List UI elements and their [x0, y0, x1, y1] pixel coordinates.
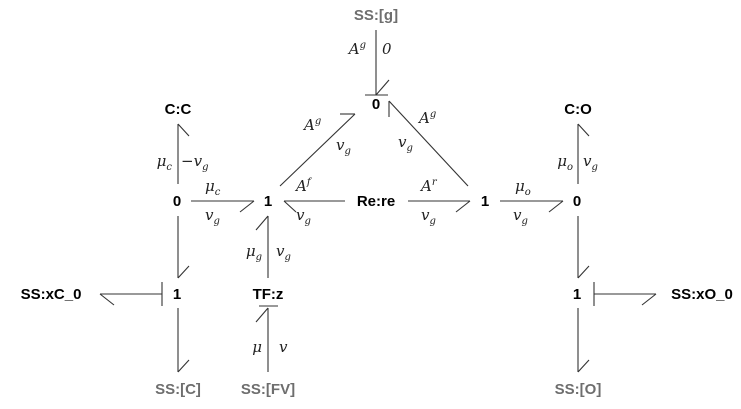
node-re-re: Re:re [357, 193, 395, 210]
node-zero-right: 0 [573, 193, 581, 210]
bond-one-right-to-ssxo0 [593, 282, 657, 306]
bond-zero-right-to-co [577, 123, 590, 184]
node-one-right: 1 [573, 286, 581, 303]
node-ss-c: SS:[C] [155, 381, 201, 398]
label-cc-effort: μc [157, 152, 173, 173]
bond-labels: Ag 0 Ag vg Ag vg μc −vg μo vg μc vg Af v… [157, 40, 598, 356]
bond-one-left-to-ssc [177, 308, 190, 373]
label-ssg-effort: Ag [347, 40, 366, 58]
nodes: SS:[g] 0 C:C C:O 0 1 Re:re 1 0 SS:xC_0 1… [21, 7, 733, 398]
label-z1-effort: μc [205, 177, 221, 198]
label-re-right-effort: Ar [419, 177, 438, 195]
label-tf-effort: μg [246, 242, 262, 263]
node-ss-xo0: SS:xO_0 [671, 286, 733, 303]
label-co-effort: μo [557, 152, 573, 173]
bond-zero-left-to-cc [177, 123, 190, 184]
bond-one-a-to-zero-top [279, 113, 356, 187]
node-tf-z: TF:z [253, 286, 284, 303]
label-oz-effort: μo [515, 177, 531, 198]
node-zero-top: 0 [372, 96, 380, 113]
bond-tfz-to-one-a [255, 215, 269, 278]
label-re-left-effort: Af [294, 177, 313, 195]
bond-zero-left-to-one-a [191, 200, 255, 213]
label-re-right-flow: vg [421, 206, 436, 227]
bond-one-a-to-re [283, 200, 345, 213]
node-c-c: C:C [165, 101, 192, 118]
label-co-flow: vg [583, 152, 598, 173]
label-oz-flow: vg [513, 206, 528, 227]
bond-zero-right-to-one-right [577, 216, 590, 279]
label-left-diag-flow: vg [336, 136, 351, 157]
bond-zero-left-to-one-left [177, 216, 190, 279]
label-z1-flow: vg [205, 206, 220, 227]
node-one-left: 1 [173, 286, 181, 303]
bond-ssfv-to-tfz [255, 305, 278, 372]
node-one-a: 1 [264, 193, 272, 210]
label-fv-flow: v [279, 338, 288, 356]
label-left-diag-effort: Ag [302, 116, 321, 134]
node-ss-fv: SS:[FV] [241, 381, 295, 398]
node-c-o: C:O [564, 101, 592, 118]
bond-ssxc0-to-one-left [99, 282, 163, 306]
bonds [99, 30, 657, 373]
node-ss-xc0: SS:xC_0 [21, 286, 82, 303]
bond-one-right-to-sso [577, 308, 590, 373]
bond-ssg-to-zero-top [365, 30, 390, 96]
bond-zero-top-to-one-b [388, 100, 469, 187]
bond-re-to-one-b [408, 200, 471, 213]
label-ssg-flow: 0 [382, 40, 392, 58]
label-right-diag-flow: vg [398, 133, 413, 154]
node-zero-left: 0 [173, 193, 181, 210]
node-ss-g: SS:[g] [354, 7, 398, 24]
bond-one-b-to-zero-right [500, 200, 564, 213]
label-right-diag-effort: Ag [417, 109, 436, 127]
label-fv-effort: μ [252, 338, 262, 356]
node-one-b: 1 [481, 193, 489, 210]
node-ss-o: SS:[O] [555, 381, 602, 398]
label-cc-flow: −vg [181, 152, 208, 173]
label-re-left-flow: vg [296, 206, 311, 227]
label-tf-flow: vg [276, 242, 291, 263]
